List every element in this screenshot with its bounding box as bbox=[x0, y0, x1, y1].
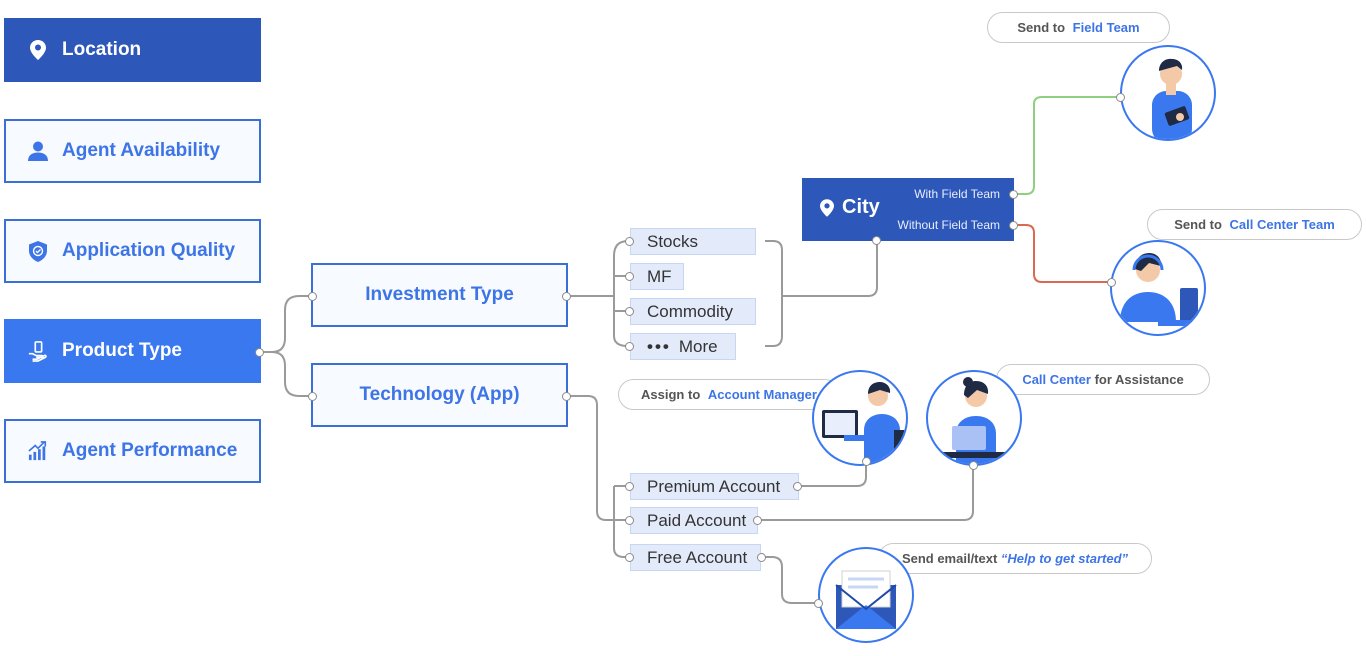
location-pin-icon bbox=[28, 40, 48, 60]
call-center-assistant-avatar bbox=[926, 370, 1022, 466]
free-account-node[interactable]: Free Account bbox=[630, 544, 761, 571]
stocks-node[interactable]: Stocks bbox=[630, 228, 756, 255]
connector-dot bbox=[872, 236, 881, 245]
city-node[interactable]: City With Field Team Without Field Team bbox=[802, 178, 1014, 241]
connector-dot bbox=[625, 342, 634, 351]
bubble-highlight: Field Team bbox=[1072, 20, 1140, 35]
hand-box-icon bbox=[28, 341, 48, 362]
send-email-bubble: Send email/text “Help to get started” bbox=[878, 543, 1152, 574]
connector-dot bbox=[757, 553, 766, 562]
assign-account-manager-bubble: Assign to Account Manager bbox=[618, 379, 840, 410]
more-node[interactable]: ••• More bbox=[630, 333, 736, 360]
premium-account-node[interactable]: Premium Account bbox=[630, 473, 799, 500]
connector-dot bbox=[625, 237, 634, 246]
connector-dot bbox=[793, 482, 802, 491]
paid-account-node[interactable]: Paid Account bbox=[630, 507, 758, 534]
connector-dot bbox=[625, 516, 634, 525]
bubble-highlight: Call Center Team bbox=[1229, 217, 1335, 232]
connector-dot bbox=[1009, 221, 1018, 230]
call-center-agent-avatar bbox=[1110, 240, 1206, 336]
connector-dot bbox=[862, 457, 871, 466]
sidebar-item-agent-performance[interactable]: Agent Performance bbox=[4, 419, 261, 483]
sidebar-item-label: Location bbox=[62, 39, 142, 60]
connector-dot bbox=[625, 307, 634, 316]
sidebar-item-label: Agent Availability bbox=[62, 140, 221, 161]
sidebar-item-location[interactable]: Location bbox=[4, 18, 261, 82]
sidebar-item-label: Application Quality bbox=[62, 240, 236, 261]
field-agent-avatar bbox=[1120, 45, 1216, 141]
connector-dot bbox=[562, 292, 571, 301]
send-to-field-team-bubble: Send to Field Team bbox=[987, 12, 1170, 43]
city-label: City bbox=[842, 196, 880, 218]
sidebar-item-application-quality[interactable]: Application Quality bbox=[4, 219, 261, 283]
with-field-team-option[interactable]: With Field Team bbox=[914, 187, 1000, 201]
without-field-team-option[interactable]: Without Field Team bbox=[897, 218, 1001, 232]
connector-dot bbox=[625, 553, 634, 562]
connector-dot bbox=[308, 392, 317, 401]
sidebar-item-label: Agent Performance bbox=[62, 440, 238, 461]
sidebar-item-agent-availability[interactable]: Agent Availability bbox=[4, 119, 261, 183]
more-label: More bbox=[678, 336, 718, 356]
shield-check-icon bbox=[28, 240, 48, 262]
connector-dot bbox=[562, 392, 571, 401]
location-pin-icon bbox=[820, 198, 834, 217]
bubble-highlight: “Help to get started” bbox=[1000, 551, 1129, 566]
person-icon bbox=[28, 141, 48, 161]
connector-dot bbox=[814, 599, 823, 608]
connector-dot bbox=[255, 348, 264, 357]
send-to-call-center-bubble: Send to Call Center Team bbox=[1147, 209, 1362, 240]
bubble-highlight: Account Manager bbox=[707, 387, 817, 402]
bubble-prefix: Assign to bbox=[641, 387, 704, 402]
bubble-highlight: Call Center bbox=[1022, 372, 1091, 387]
technology-app-node[interactable]: Technology (App) bbox=[311, 363, 568, 427]
connector-dot bbox=[1009, 190, 1018, 199]
bubble-prefix: Send to bbox=[1174, 217, 1226, 232]
connector-dot bbox=[625, 482, 634, 491]
investment-type-node[interactable]: Investment Type bbox=[311, 263, 568, 327]
connector-dot bbox=[625, 272, 634, 281]
connector-dot bbox=[753, 516, 762, 525]
connector-dot bbox=[1107, 278, 1116, 287]
email-envelope-avatar bbox=[818, 547, 914, 643]
account-manager-avatar bbox=[812, 370, 908, 466]
mf-node[interactable]: MF bbox=[630, 263, 684, 290]
growth-chart-icon bbox=[28, 441, 48, 461]
connector-dot bbox=[1116, 93, 1125, 102]
bubble-suffix: for Assistance bbox=[1090, 372, 1184, 387]
connector-dot bbox=[969, 461, 978, 470]
sidebar-item-label: Product Type bbox=[62, 340, 182, 361]
commodity-node[interactable]: Commodity bbox=[630, 298, 756, 325]
bubble-prefix: Send email/text bbox=[901, 551, 1001, 566]
bubble-prefix: Send to bbox=[1017, 20, 1069, 35]
ellipsis-icon: ••• bbox=[647, 336, 671, 356]
connector-dot bbox=[308, 292, 317, 301]
call-center-assistance-bubble: Call Center for Assistance bbox=[996, 364, 1210, 395]
sidebar-item-product-type[interactable]: Product Type bbox=[4, 319, 261, 383]
